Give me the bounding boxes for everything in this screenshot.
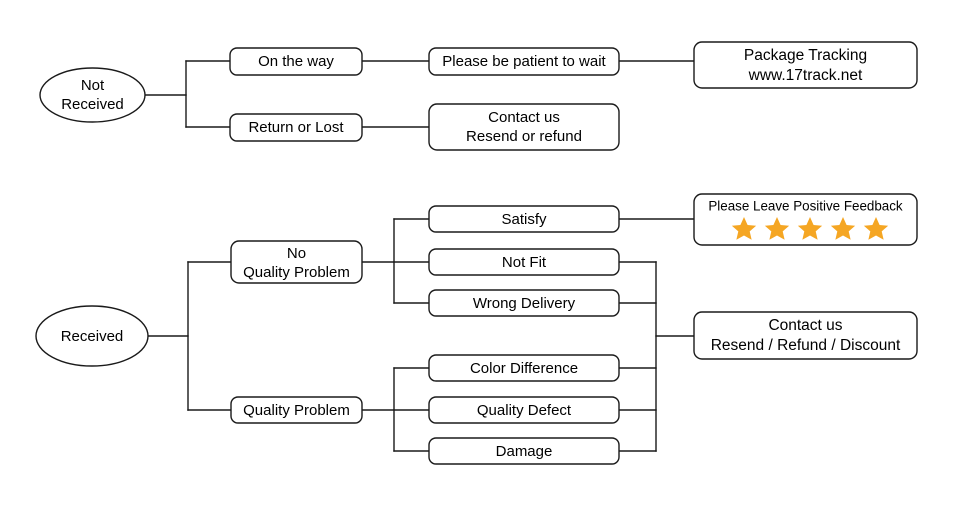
- node-package-tracking[interactable]: Package Tracking www.17track.net: [693, 41, 918, 89]
- star-rating[interactable]: [731, 217, 889, 240]
- node-quality-defect-label: Quality Defect: [477, 402, 572, 419]
- node-no-quality-problem[interactable]: No Quality Problem: [230, 240, 363, 284]
- star-icon-2[interactable]: [764, 217, 790, 240]
- node-please-be-patient-label: Please be patient to wait: [442, 53, 606, 70]
- star-icon-3[interactable]: [797, 217, 823, 240]
- node-contact-resend-refund-label-1: Contact us: [488, 109, 560, 126]
- node-return-or-lost-label: Return or Lost: [248, 119, 344, 136]
- node-positive-feedback[interactable]: Please Leave Positive Feedback: [693, 193, 918, 246]
- node-not-received-label-1: Not: [81, 77, 105, 94]
- node-return-or-lost[interactable]: Return or Lost: [229, 113, 363, 142]
- star-icon-1[interactable]: [731, 217, 757, 240]
- node-quality-problem[interactable]: Quality Problem: [230, 396, 363, 424]
- node-on-the-way[interactable]: On the way: [229, 47, 363, 76]
- node-quality-defect[interactable]: Quality Defect: [428, 396, 620, 424]
- node-damage[interactable]: Damage: [428, 437, 620, 465]
- star-icon-5[interactable]: [863, 217, 889, 240]
- connector-group-received: [147, 218, 695, 452]
- node-damage-label: Damage: [496, 443, 553, 460]
- node-contact-resend-refund[interactable]: Contact us Resend or refund: [428, 103, 620, 151]
- node-color-difference-label: Color Difference: [470, 360, 578, 377]
- node-wrong-delivery[interactable]: Wrong Delivery: [428, 289, 620, 317]
- node-not-received[interactable]: Not Received: [39, 67, 146, 123]
- node-positive-feedback-label: Please Leave Positive Feedback: [708, 199, 903, 214]
- node-not-fit-label: Not Fit: [502, 254, 547, 271]
- node-contact-resend-refund-discount[interactable]: Contact us Resend / Refund / Discount: [693, 311, 918, 360]
- star-icon-4[interactable]: [830, 217, 856, 240]
- node-wrong-delivery-label: Wrong Delivery: [473, 295, 576, 312]
- node-not-fit[interactable]: Not Fit: [428, 248, 620, 276]
- node-received-label: Received: [61, 328, 124, 345]
- node-contact-resend-refund-discount-label-1: Contact us: [768, 317, 842, 334]
- node-no-quality-problem-label-1: No: [287, 245, 306, 262]
- node-contact-resend-refund-label-2: Resend or refund: [466, 128, 582, 145]
- node-not-received-label-2: Received: [61, 96, 124, 113]
- node-satisfy-label: Satisfy: [501, 211, 547, 228]
- node-color-difference[interactable]: Color Difference: [428, 354, 620, 382]
- node-satisfy[interactable]: Satisfy: [428, 205, 620, 233]
- node-contact-resend-refund-discount-label-2: Resend / Refund / Discount: [711, 337, 901, 354]
- node-please-be-patient[interactable]: Please be patient to wait: [428, 47, 620, 76]
- node-quality-problem-label: Quality Problem: [243, 402, 350, 419]
- node-on-the-way-label: On the way: [258, 53, 334, 70]
- node-received[interactable]: Received: [35, 305, 149, 367]
- node-package-tracking-label-2: www.17track.net: [748, 67, 863, 84]
- node-no-quality-problem-label-2: Quality Problem: [243, 264, 350, 281]
- connector-group-not-received: [144, 60, 695, 128]
- node-package-tracking-label-1: Package Tracking: [744, 47, 867, 64]
